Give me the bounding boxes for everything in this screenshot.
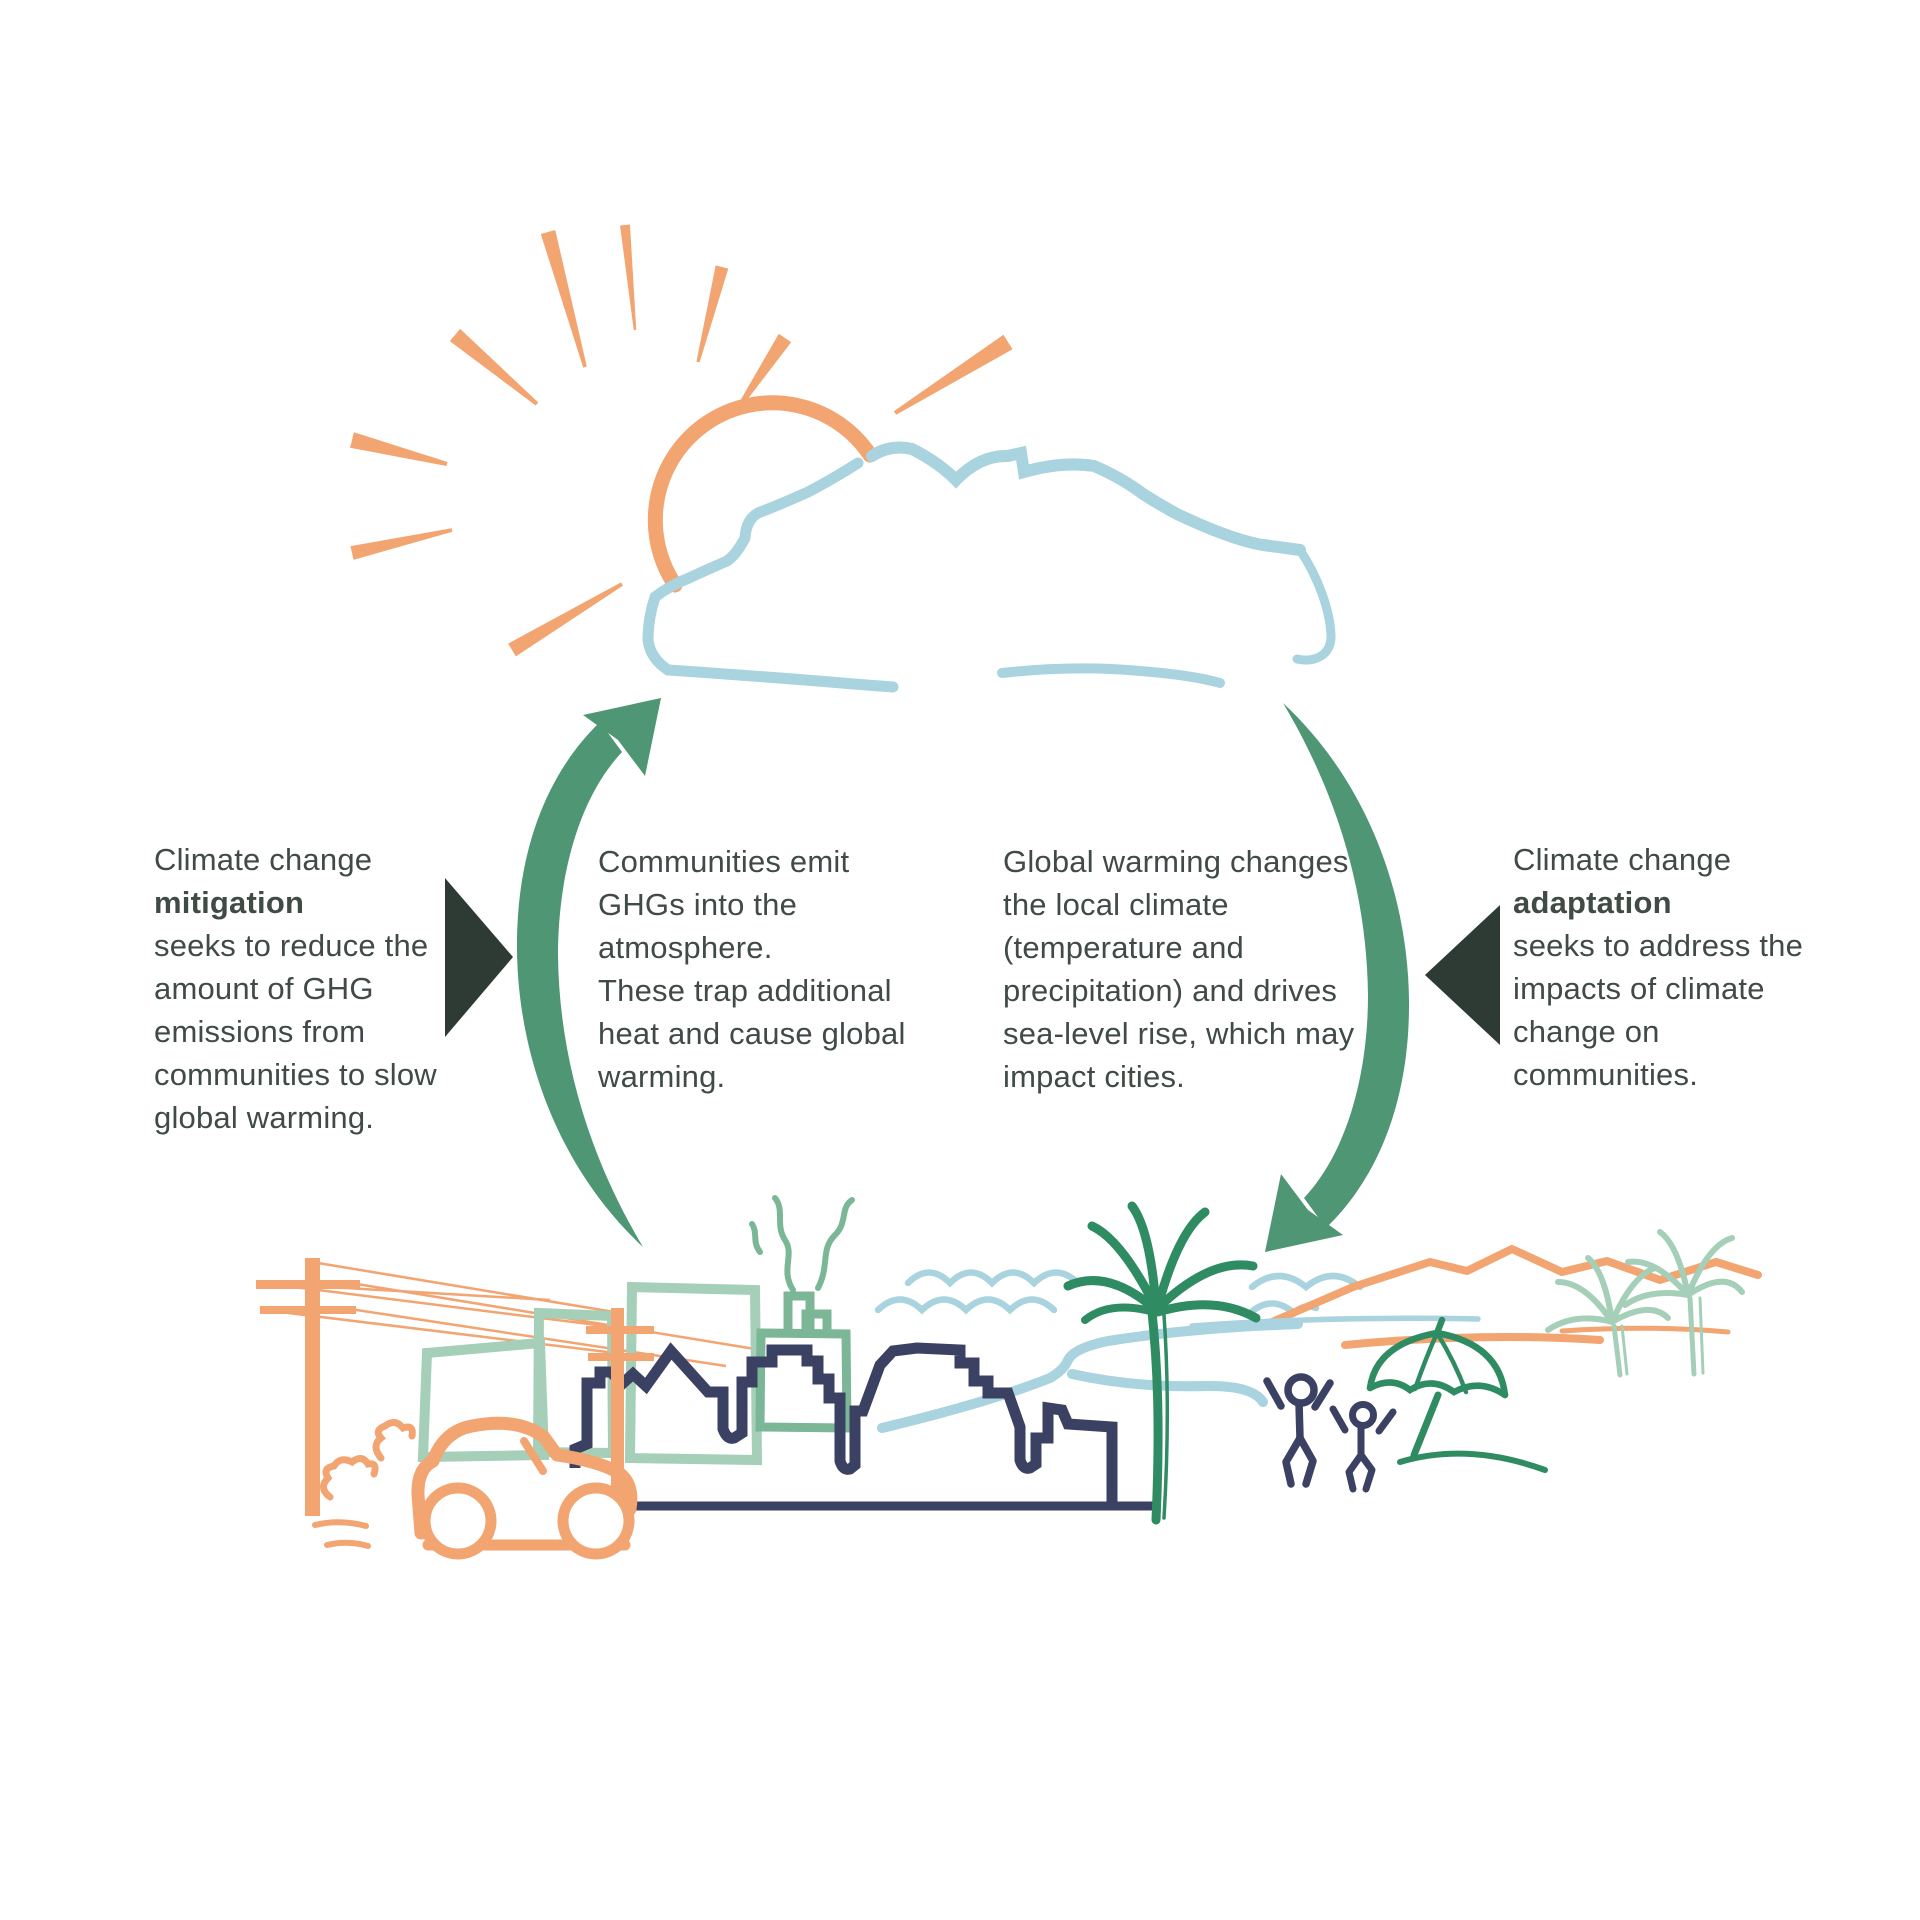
- factory-icon: [755, 1291, 852, 1433]
- sun-ray-icon: [620, 224, 637, 331]
- label-line: adaptation: [1513, 885, 1672, 920]
- sun-ray-icon: [449, 328, 539, 406]
- sun-ray-icon: [540, 230, 587, 368]
- label-line: Climate change: [154, 842, 373, 877]
- label-line: seeks to address the: [1513, 928, 1804, 963]
- label-line: precipitation) and drives: [1003, 973, 1338, 1008]
- sun-rays-icon: [350, 224, 1013, 657]
- sun-ray-icon: [508, 582, 623, 657]
- label-line: Climate change: [1513, 842, 1732, 877]
- sun-ray-icon: [350, 432, 448, 466]
- people-icon: [1263, 1373, 1397, 1493]
- label-line: These trap additional: [598, 973, 892, 1008]
- label-line: Global warming changes: [1003, 844, 1349, 879]
- label-line: communities.: [1513, 1057, 1699, 1092]
- city-skyline-icon: [569, 1342, 1154, 1511]
- cycle-arrow-down-icon: [1265, 703, 1410, 1252]
- label-line: seeks to reduce the: [154, 928, 429, 963]
- emissions-label: Communities emit GHGs into the atmospher…: [598, 840, 906, 1098]
- label-line: impacts of climate: [1513, 971, 1765, 1006]
- sun-ray-icon: [350, 528, 453, 560]
- label-line: heat and cause global: [598, 1016, 906, 1051]
- label-line: global warming.: [154, 1100, 375, 1135]
- adaptation-label: Climate change adaptation seeks to addre…: [1513, 838, 1803, 1096]
- cycle-arrow-up-icon: [516, 698, 661, 1247]
- car-icon: [411, 1416, 638, 1560]
- palm-tree-icon: [1063, 1201, 1261, 1525]
- pointer-triangle-left-icon: [1425, 905, 1500, 1045]
- label-line: the local climate: [1003, 887, 1229, 922]
- sun-ray-icon: [735, 333, 792, 412]
- beach-lines-icon: [1341, 1325, 1731, 1349]
- label-line: sea-level rise, which may: [1003, 1016, 1355, 1051]
- label-line: amount of GHG: [154, 971, 374, 1006]
- label-line: GHGs into the: [598, 887, 798, 922]
- sun-ray-icon: [893, 334, 1013, 415]
- cloud-icon: [642, 441, 1336, 693]
- label-line: warming.: [598, 1059, 726, 1094]
- label-line: (temperature and: [1003, 930, 1244, 965]
- sun-icon: [350, 224, 1013, 657]
- label-line: change on: [1513, 1014, 1660, 1049]
- mountains-icon: [1268, 1245, 1762, 1326]
- label-line: mitigation: [154, 885, 305, 920]
- label-line: Communities emit: [598, 844, 850, 879]
- warming-effects-label: Global warming changes the local climate…: [1003, 840, 1354, 1098]
- label-line: communities to slow: [154, 1057, 437, 1092]
- beach-umbrella-icon: [1366, 1316, 1548, 1473]
- label-line: atmosphere.: [598, 930, 773, 965]
- label-line: emissions from: [154, 1014, 366, 1049]
- river-swirl-icon: [877, 1319, 1303, 1433]
- sun-ray-icon: [696, 265, 729, 363]
- pointer-triangle-right-icon: [445, 878, 513, 1037]
- mitigation-label: Climate change mitigation seeks to reduc…: [154, 838, 437, 1139]
- label-line: impact cities.: [1003, 1059, 1185, 1094]
- smoke-icon: [749, 1195, 855, 1293]
- power-pole-icon: [256, 1258, 360, 1516]
- exhaust-icon: [312, 1419, 416, 1549]
- beach-palms-icon: [1545, 1229, 1745, 1378]
- shoreline-icon: [1189, 1315, 1481, 1329]
